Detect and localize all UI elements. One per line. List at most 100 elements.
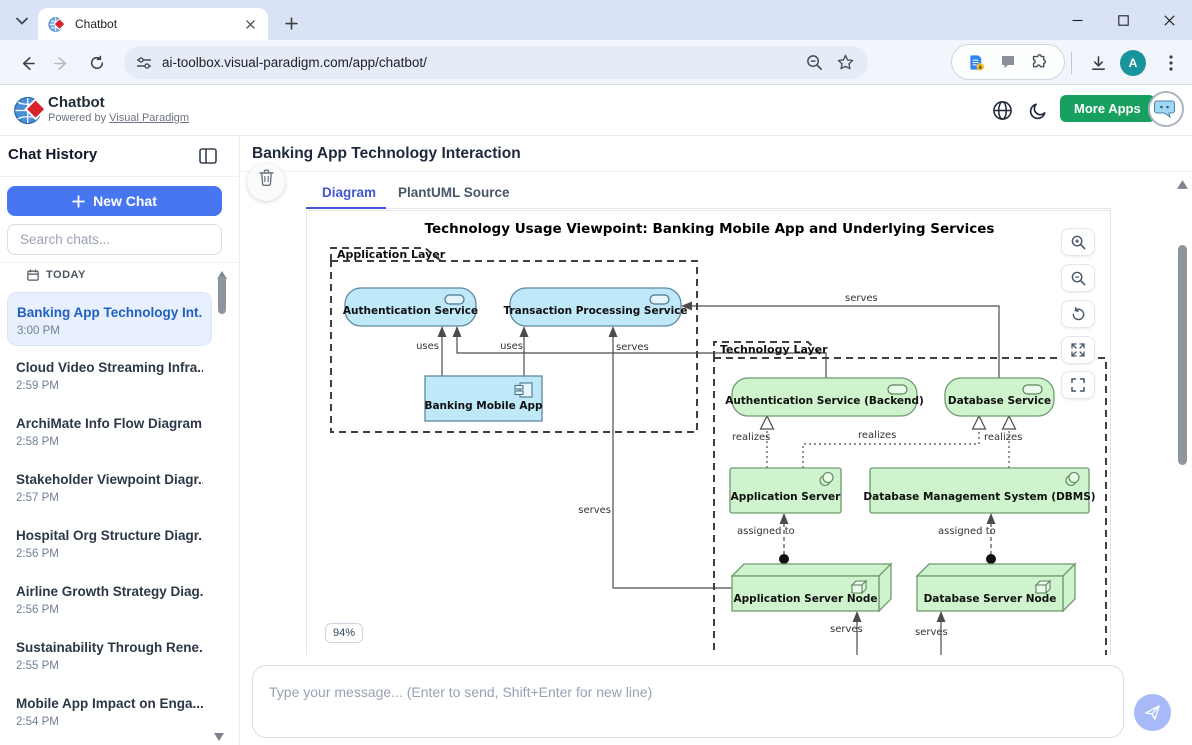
node-transaction-processing-service[interactable]: Transaction Processing Service <box>510 288 681 326</box>
delete-chat-button[interactable] <box>247 163 285 201</box>
group-label-application-layer: Application Layer <box>337 248 445 261</box>
today-section-header: TODAY <box>27 269 86 281</box>
zoom-indicator-icon[interactable] <box>806 54 823 71</box>
chat-item-hospital-org[interactable]: Hospital Org Structure Diagr... 2:56 PM <box>7 516 212 570</box>
chat-item-airline-growth[interactable]: Airline Growth Strategy Diag... 2:56 PM <box>7 572 212 626</box>
site-info-icon[interactable] <box>136 56 152 70</box>
vp-logo <box>12 92 49 129</box>
back-icon[interactable] <box>12 48 42 78</box>
powered-by: Powered by Visual Paradigm <box>48 112 189 124</box>
new-chat-button[interactable]: New Chat <box>7 186 222 216</box>
reset-view-icon <box>1071 307 1086 322</box>
more-apps-button[interactable]: More Apps <box>1060 95 1155 122</box>
node-application-server[interactable]: Application Server <box>730 468 841 513</box>
bookmark-star-icon[interactable] <box>837 54 854 71</box>
tab-plantuml-source[interactable]: PlantUML Source <box>398 185 510 200</box>
forward-icon[interactable] <box>46 48 76 78</box>
content-scroll-up-arrow[interactable] <box>1177 176 1188 194</box>
edge-label-uses-1: uses <box>413 341 439 352</box>
minimize-icon[interactable] <box>1054 0 1100 40</box>
edge-label-serves-bottom-1: serves <box>830 624 863 635</box>
chat-item-time: 2:59 PM <box>16 380 203 392</box>
maximize-icon[interactable] <box>1100 0 1146 40</box>
chat-item-time: 2:57 PM <box>16 492 203 504</box>
url-bar[interactable]: ai-toolbox.visual-paradigm.com/app/chatb… <box>124 46 868 79</box>
chat-item-cloud-video[interactable]: Cloud Video Streaming Infra... 2:59 PM <box>7 348 212 402</box>
tab-favicon <box>48 16 65 33</box>
docs-offline-icon[interactable] <box>968 54 985 71</box>
sidebar-divider <box>0 176 240 177</box>
sidebar-scroll-down-arrow[interactable] <box>214 728 224 745</box>
fullscreen-icon <box>1071 378 1085 392</box>
url-text: ai-toolbox.visual-paradigm.com/app/chatb… <box>162 55 427 70</box>
edge-label-realizes-3: realizes <box>984 432 1022 443</box>
browser-tab[interactable]: Chatbot <box>38 8 268 40</box>
sidebar-title: Chat History <box>8 146 97 163</box>
reset-view-button[interactable] <box>1061 300 1095 328</box>
node-database-server-node[interactable]: Database Server Node <box>917 576 1063 611</box>
toolbar-extensions-area <box>951 44 1065 80</box>
chat-item-banking-app[interactable]: Banking App Technology Int... 3:00 PM <box>7 292 212 346</box>
trash-icon <box>259 169 274 186</box>
node-authentication-service-backend[interactable]: Authentication Service (Backend) <box>732 378 917 416</box>
chat-item-title: ArchiMate Info Flow Diagram <box>16 416 203 431</box>
edge-label-realizes-1: realizes <box>732 432 770 443</box>
zoom-level-badge: 94% <box>325 623 363 643</box>
chat-item-stakeholder[interactable]: Stakeholder Viewpoint Diagr... 2:57 PM <box>7 460 212 514</box>
edge-label-assigned-to-1: assigned to <box>737 526 795 537</box>
node-banking-mobile-app[interactable]: Banking Mobile App <box>425 376 542 421</box>
content-scrollbar-thumb[interactable] <box>1178 245 1187 465</box>
calendar-icon <box>27 269 39 281</box>
page-title: Banking App Technology Interaction <box>252 145 521 163</box>
chat-item-mobile-app-impact[interactable]: Mobile App Impact on Enga... 2:54 PM <box>7 684 212 738</box>
sidebar-toggle-icon[interactable] <box>197 146 219 166</box>
tab-diagram[interactable]: Diagram <box>322 185 376 200</box>
profile-avatar[interactable]: A <box>1120 50 1146 76</box>
kebab-menu-icon[interactable] <box>1156 48 1186 78</box>
diagram-panel[interactable]: Technology Usage Viewpoint: Banking Mobi… <box>306 210 1111 655</box>
tab-title: Chatbot <box>75 17 242 31</box>
expand-arrows-icon <box>1071 343 1085 357</box>
tab-search-chevron-icon[interactable] <box>10 9 34 33</box>
edge-label-serves-db-tps: serves <box>845 293 878 304</box>
chat-item-title: Stakeholder Viewpoint Diagr... <box>16 472 203 487</box>
message-input[interactable] <box>252 665 1124 738</box>
chat-item-title: Cloud Video Streaming Infra... <box>16 360 203 375</box>
dark-mode-moon-icon[interactable] <box>1024 96 1052 124</box>
node-authentication-service[interactable]: Authentication Service <box>345 288 476 326</box>
edge-label-assigned-to-2: assigned to <box>938 526 996 537</box>
chatbot-bubble-icon[interactable] <box>1148 91 1184 127</box>
node-database-service[interactable]: Database Service <box>945 378 1054 416</box>
new-chat-label: New Chat <box>93 193 157 209</box>
reload-icon[interactable] <box>82 48 112 78</box>
downloads-icon[interactable] <box>1083 48 1113 78</box>
sidebar-divider <box>0 262 240 263</box>
window-close-icon[interactable] <box>1146 0 1192 40</box>
chat-item-time: 2:56 PM <box>16 604 203 616</box>
sidebar-scrollbar-thumb[interactable] <box>218 276 226 314</box>
node-application-server-node[interactable]: Application Server Node <box>732 576 879 611</box>
active-tab-underline <box>306 207 386 209</box>
expand-button[interactable] <box>1061 336 1095 364</box>
chat-item-title: Mobile App Impact on Enga... <box>16 696 203 711</box>
comment-icon[interactable] <box>1000 54 1016 70</box>
zoom-out-button[interactable] <box>1061 264 1095 292</box>
extensions-icon[interactable] <box>1031 54 1048 71</box>
chat-item-time: 2:54 PM <box>16 716 203 728</box>
today-label: TODAY <box>46 269 86 281</box>
toolbar-divider <box>1071 52 1072 74</box>
new-tab-icon[interactable] <box>278 10 304 36</box>
tab-close-icon[interactable] <box>242 16 258 32</box>
chat-item-archimate-flow[interactable]: ArchiMate Info Flow Diagram 2:58 PM <box>7 404 212 458</box>
chat-item-sustainability[interactable]: Sustainability Through Rene... 2:55 PM <box>7 628 212 682</box>
search-chats-input[interactable] <box>7 224 222 255</box>
title-divider <box>241 171 1192 172</box>
visual-paradigm-link[interactable]: Visual Paradigm <box>109 112 189 124</box>
language-globe-icon[interactable] <box>988 96 1016 124</box>
zoom-in-button[interactable] <box>1061 228 1095 256</box>
send-button[interactable] <box>1134 694 1171 731</box>
fullscreen-button[interactable] <box>1061 371 1095 399</box>
browser-titlebar: Chatbot <box>0 0 1192 40</box>
node-dbms[interactable]: Database Management System (DBMS) <box>870 468 1089 513</box>
